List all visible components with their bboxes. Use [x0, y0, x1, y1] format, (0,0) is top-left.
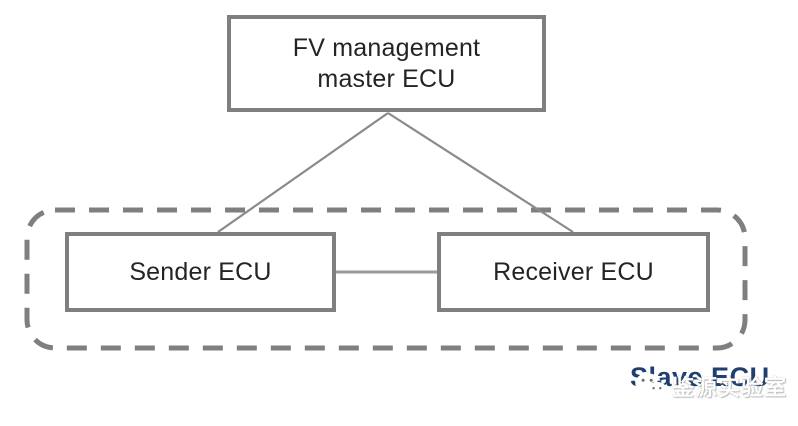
wechat-icon	[634, 372, 668, 400]
slave-group-boundary	[24, 207, 748, 351]
node-sender-ecu-label: Sender ECU	[129, 257, 272, 286]
edge-master-to-receiver	[387, 112, 574, 233]
edge-master-to-sender	[217, 112, 389, 233]
node-sender-ecu[interactable]: Sender ECU	[65, 232, 336, 312]
node-master-ecu[interactable]: FV management master ECU	[227, 15, 546, 112]
node-receiver-ecu[interactable]: Receiver ECU	[437, 232, 710, 312]
node-master-ecu-label: FV management master ECU	[292, 33, 481, 93]
watermark-text: 鉴源实验室	[672, 375, 788, 400]
node-receiver-ecu-label: Receiver ECU	[493, 257, 654, 286]
watermark: 鉴源实验室	[634, 370, 787, 402]
